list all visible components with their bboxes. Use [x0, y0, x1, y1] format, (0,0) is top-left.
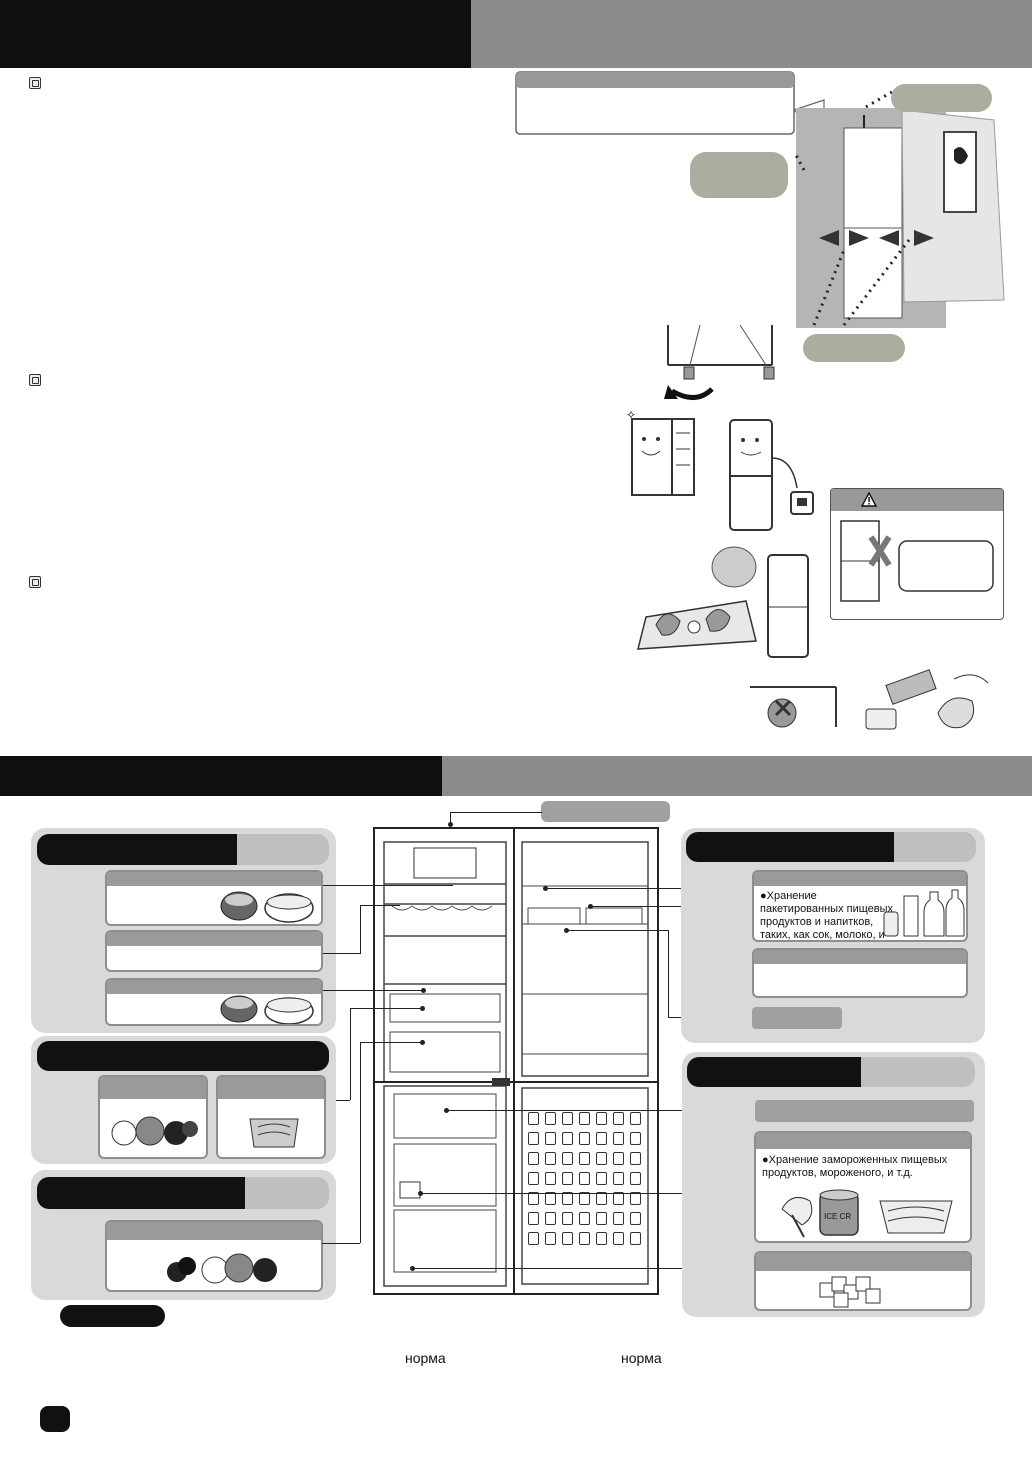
- leader-line: [360, 905, 400, 906]
- leader-line: [668, 930, 669, 1017]
- bowl-icon: [220, 995, 314, 1024]
- vegetable-card: [105, 1220, 323, 1292]
- ice-tray-card: [754, 1251, 972, 1311]
- freezer-drawer-card: ●Хранение замороженных пищевых продуктов…: [754, 1131, 972, 1243]
- egg-pocket-card: [752, 948, 968, 998]
- storage-tips-illustration: [750, 669, 989, 730]
- ice-cream-label: ICE CR: [824, 1212, 851, 1221]
- shelf-card-3: [105, 978, 323, 1026]
- power-plug-illustration: [729, 419, 814, 531]
- page-number-badge: [40, 1406, 70, 1432]
- left-panel-chiller-header: [37, 1041, 329, 1071]
- leader-line: [412, 1268, 756, 1269]
- ice-cube-icon: [819, 1276, 881, 1308]
- leader-line: [323, 885, 453, 886]
- leveling-feet-illustration: [664, 325, 775, 400]
- norm-label-1: норма: [405, 1350, 446, 1366]
- chiller-card-meat: [216, 1075, 326, 1159]
- fruit-icon: [111, 1116, 198, 1146]
- door-bin-label: [752, 1007, 842, 1029]
- leader-line: [350, 1008, 422, 1009]
- section-2-header-grey: [442, 756, 1032, 796]
- frozen-food-icon: ICE CR: [781, 1189, 953, 1238]
- note-badge: [60, 1305, 165, 1327]
- right-panel-door-header: [686, 832, 976, 862]
- svg-text:✧: ✧: [626, 408, 636, 422]
- leader-line: [322, 1243, 360, 1244]
- section-1-header-dark: [0, 0, 471, 68]
- leader-line: [446, 1110, 756, 1111]
- leader-line: [350, 1008, 351, 1100]
- checkbox-icon: [29, 576, 41, 588]
- leader-line: [450, 812, 451, 828]
- shelf-card-1: [105, 870, 323, 926]
- tray-icon: [249, 1118, 299, 1148]
- freezer-door-grid: [528, 1112, 643, 1262]
- door-pocket-card: ●Хранение пакетированных пищевых продукт…: [752, 870, 968, 942]
- leader-line: [545, 888, 753, 889]
- leader-line: [420, 1193, 756, 1194]
- clearance-label-side: [690, 152, 788, 198]
- clearance-label-top: [891, 84, 992, 112]
- section-2-header-dark: [0, 756, 442, 796]
- installation-illustration: [515, 71, 1005, 328]
- leader-line: [323, 953, 361, 954]
- refrigerator-diagram: [373, 827, 659, 1295]
- left-panel-vegetable-header: [37, 1177, 329, 1209]
- freezer-top-label: [755, 1100, 974, 1122]
- leader-line: [590, 906, 700, 907]
- food-tray-illustration: [637, 546, 809, 658]
- bowl-icon: [220, 891, 314, 923]
- section-1-header-grey: [471, 0, 1032, 68]
- warning-box: [830, 488, 1004, 620]
- leader-line: [360, 905, 361, 954]
- leader-line: [360, 1042, 422, 1043]
- clearance-label-bottom: [803, 334, 905, 362]
- checkbox-icon: [29, 374, 41, 386]
- right-panel-freezer-header: [687, 1057, 975, 1087]
- beverage-caption: ●Хранение пакетированных пищевых продукт…: [760, 890, 894, 941]
- fruit-icon: [167, 1253, 277, 1284]
- warning-icon: [861, 492, 877, 507]
- leader-line: [450, 812, 542, 813]
- left-panel-shelves-header: [37, 834, 329, 865]
- leader-line: [360, 1042, 361, 1243]
- cleaning-illustration: ✧: [626, 408, 695, 496]
- norm-label-2: норма: [621, 1350, 662, 1366]
- leader-line: [336, 1100, 350, 1101]
- control-panel-label: [541, 801, 670, 822]
- freezer-caption: ●Хранение замороженных пищевых продуктов…: [762, 1154, 948, 1179]
- checkbox-icon: [29, 77, 41, 89]
- leader-line: [323, 990, 423, 991]
- chiller-card-fruit: [98, 1075, 208, 1159]
- shelf-card-2: [105, 930, 323, 972]
- leader-line: [566, 930, 668, 931]
- wall-socket-illustration: [840, 520, 994, 602]
- bottles-icon: [883, 889, 965, 937]
